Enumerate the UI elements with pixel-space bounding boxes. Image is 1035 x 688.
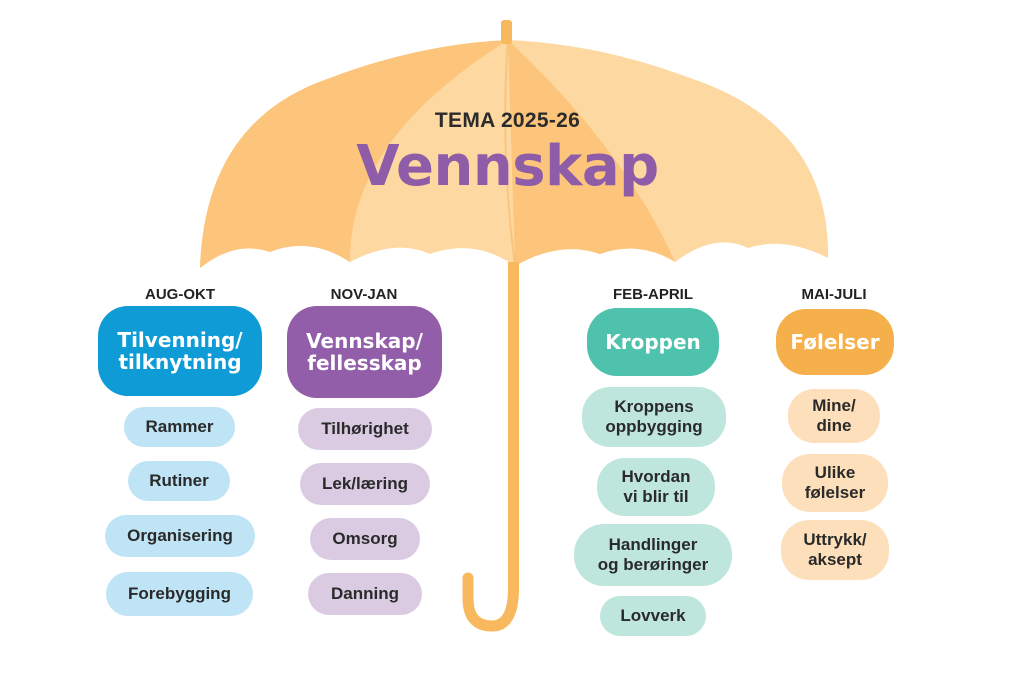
topic-pill: Mine/ dine bbox=[788, 389, 880, 443]
topic-pill: Kroppens oppbygging bbox=[582, 387, 726, 447]
topic-pill: Organisering bbox=[105, 515, 255, 557]
topic-pill: Omsorg bbox=[310, 518, 420, 560]
period-label: AUG-OKT bbox=[145, 286, 215, 303]
umbrella-shaft bbox=[508, 262, 519, 592]
topic-pill: Uttrykk/ aksept bbox=[781, 520, 889, 580]
umbrella-tip bbox=[501, 20, 512, 44]
topic-pill: Rammer bbox=[124, 407, 235, 447]
topic-pill: Rutiner bbox=[128, 461, 230, 501]
topic-pill: Danning bbox=[308, 573, 422, 615]
theme-title: Vennskap bbox=[356, 134, 659, 199]
topic-pill: Ulike følelser bbox=[782, 454, 888, 512]
topic-pill: Forebygging bbox=[106, 572, 253, 616]
heading-pill: Vennskap/ fellesskap bbox=[287, 306, 442, 398]
topic-pill: Lovverk bbox=[600, 596, 706, 636]
period-label: FEB-APRIL bbox=[613, 286, 693, 303]
umbrella-hook bbox=[462, 572, 519, 632]
topic-pill: Handlinger og berøringer bbox=[574, 524, 732, 586]
heading-pill: Tilvenning/ tilknytning bbox=[98, 306, 262, 396]
period-label: NOV-JAN bbox=[330, 286, 398, 303]
umbrella-segment-left bbox=[200, 40, 508, 268]
heading-pill: Kroppen bbox=[587, 308, 719, 376]
umbrella-spine bbox=[504, 39, 516, 267]
period-label: MAI-JULI bbox=[801, 286, 867, 303]
umbrella-segment-center bbox=[508, 40, 675, 266]
tema-label: TEMA 2025-26 bbox=[434, 109, 581, 132]
heading-pill: Følelser bbox=[776, 309, 894, 375]
topic-pill: Hvordan vi blir til bbox=[597, 458, 715, 516]
topic-pill: Lek/læring bbox=[300, 463, 430, 505]
topic-pill: Tilhørighet bbox=[298, 408, 432, 450]
